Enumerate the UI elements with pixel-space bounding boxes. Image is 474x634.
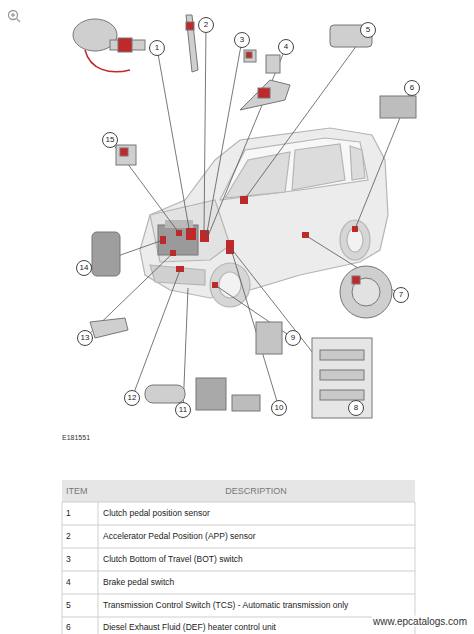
engine-block: [158, 220, 198, 255]
callout-number: 1: [149, 40, 165, 56]
callout-number: 13: [77, 330, 93, 346]
table-cell: Transmission Control Switch (TCS) - Auto…: [103, 600, 348, 610]
callout-number: 7: [393, 287, 409, 303]
table-cell: 4: [66, 577, 71, 587]
table-cell: Clutch Bottom of Travel (BOT) switch: [103, 554, 243, 564]
table-grid: [62, 480, 415, 634]
callout-number: 11: [175, 402, 191, 418]
callout-number: 8: [348, 400, 364, 416]
table-header: DESCRIPTION: [225, 486, 287, 496]
table-cell: Diesel Exhaust Fluid (DEF) heater contro…: [103, 622, 276, 632]
callout-number: 15: [102, 132, 118, 148]
table-cell: 1: [66, 508, 71, 518]
table-cell: 5: [66, 600, 71, 610]
callout-number: 2: [198, 17, 214, 33]
callout-number: 6: [404, 80, 420, 96]
table-cell: 2: [66, 531, 71, 541]
table-cell: 6: [66, 622, 71, 632]
highlighted-component: [160, 196, 358, 288]
table-cell: Clutch pedal position sensor: [103, 508, 210, 518]
watermark: www.epcatalogs.com: [372, 616, 468, 627]
callout-number: 12: [124, 390, 140, 406]
component-drawing: [73, 15, 416, 418]
callout-number: 9: [285, 330, 301, 346]
table-cell: Brake pedal switch: [103, 577, 174, 587]
leader-line: [84, 25, 412, 410]
callout-number: 10: [271, 400, 287, 416]
zoom-icon: [9, 11, 21, 23]
table-cell: Accelerator Pedal Position (APP) sensor: [103, 531, 256, 541]
callout-number: 3: [234, 32, 250, 48]
callout-number: 4: [278, 39, 294, 55]
figure-id: E181551: [62, 434, 90, 441]
table-header: ITEM: [66, 486, 88, 496]
callout-number: 5: [360, 22, 376, 38]
table-cell: 3: [66, 554, 71, 564]
callout-number: 14: [76, 260, 92, 276]
